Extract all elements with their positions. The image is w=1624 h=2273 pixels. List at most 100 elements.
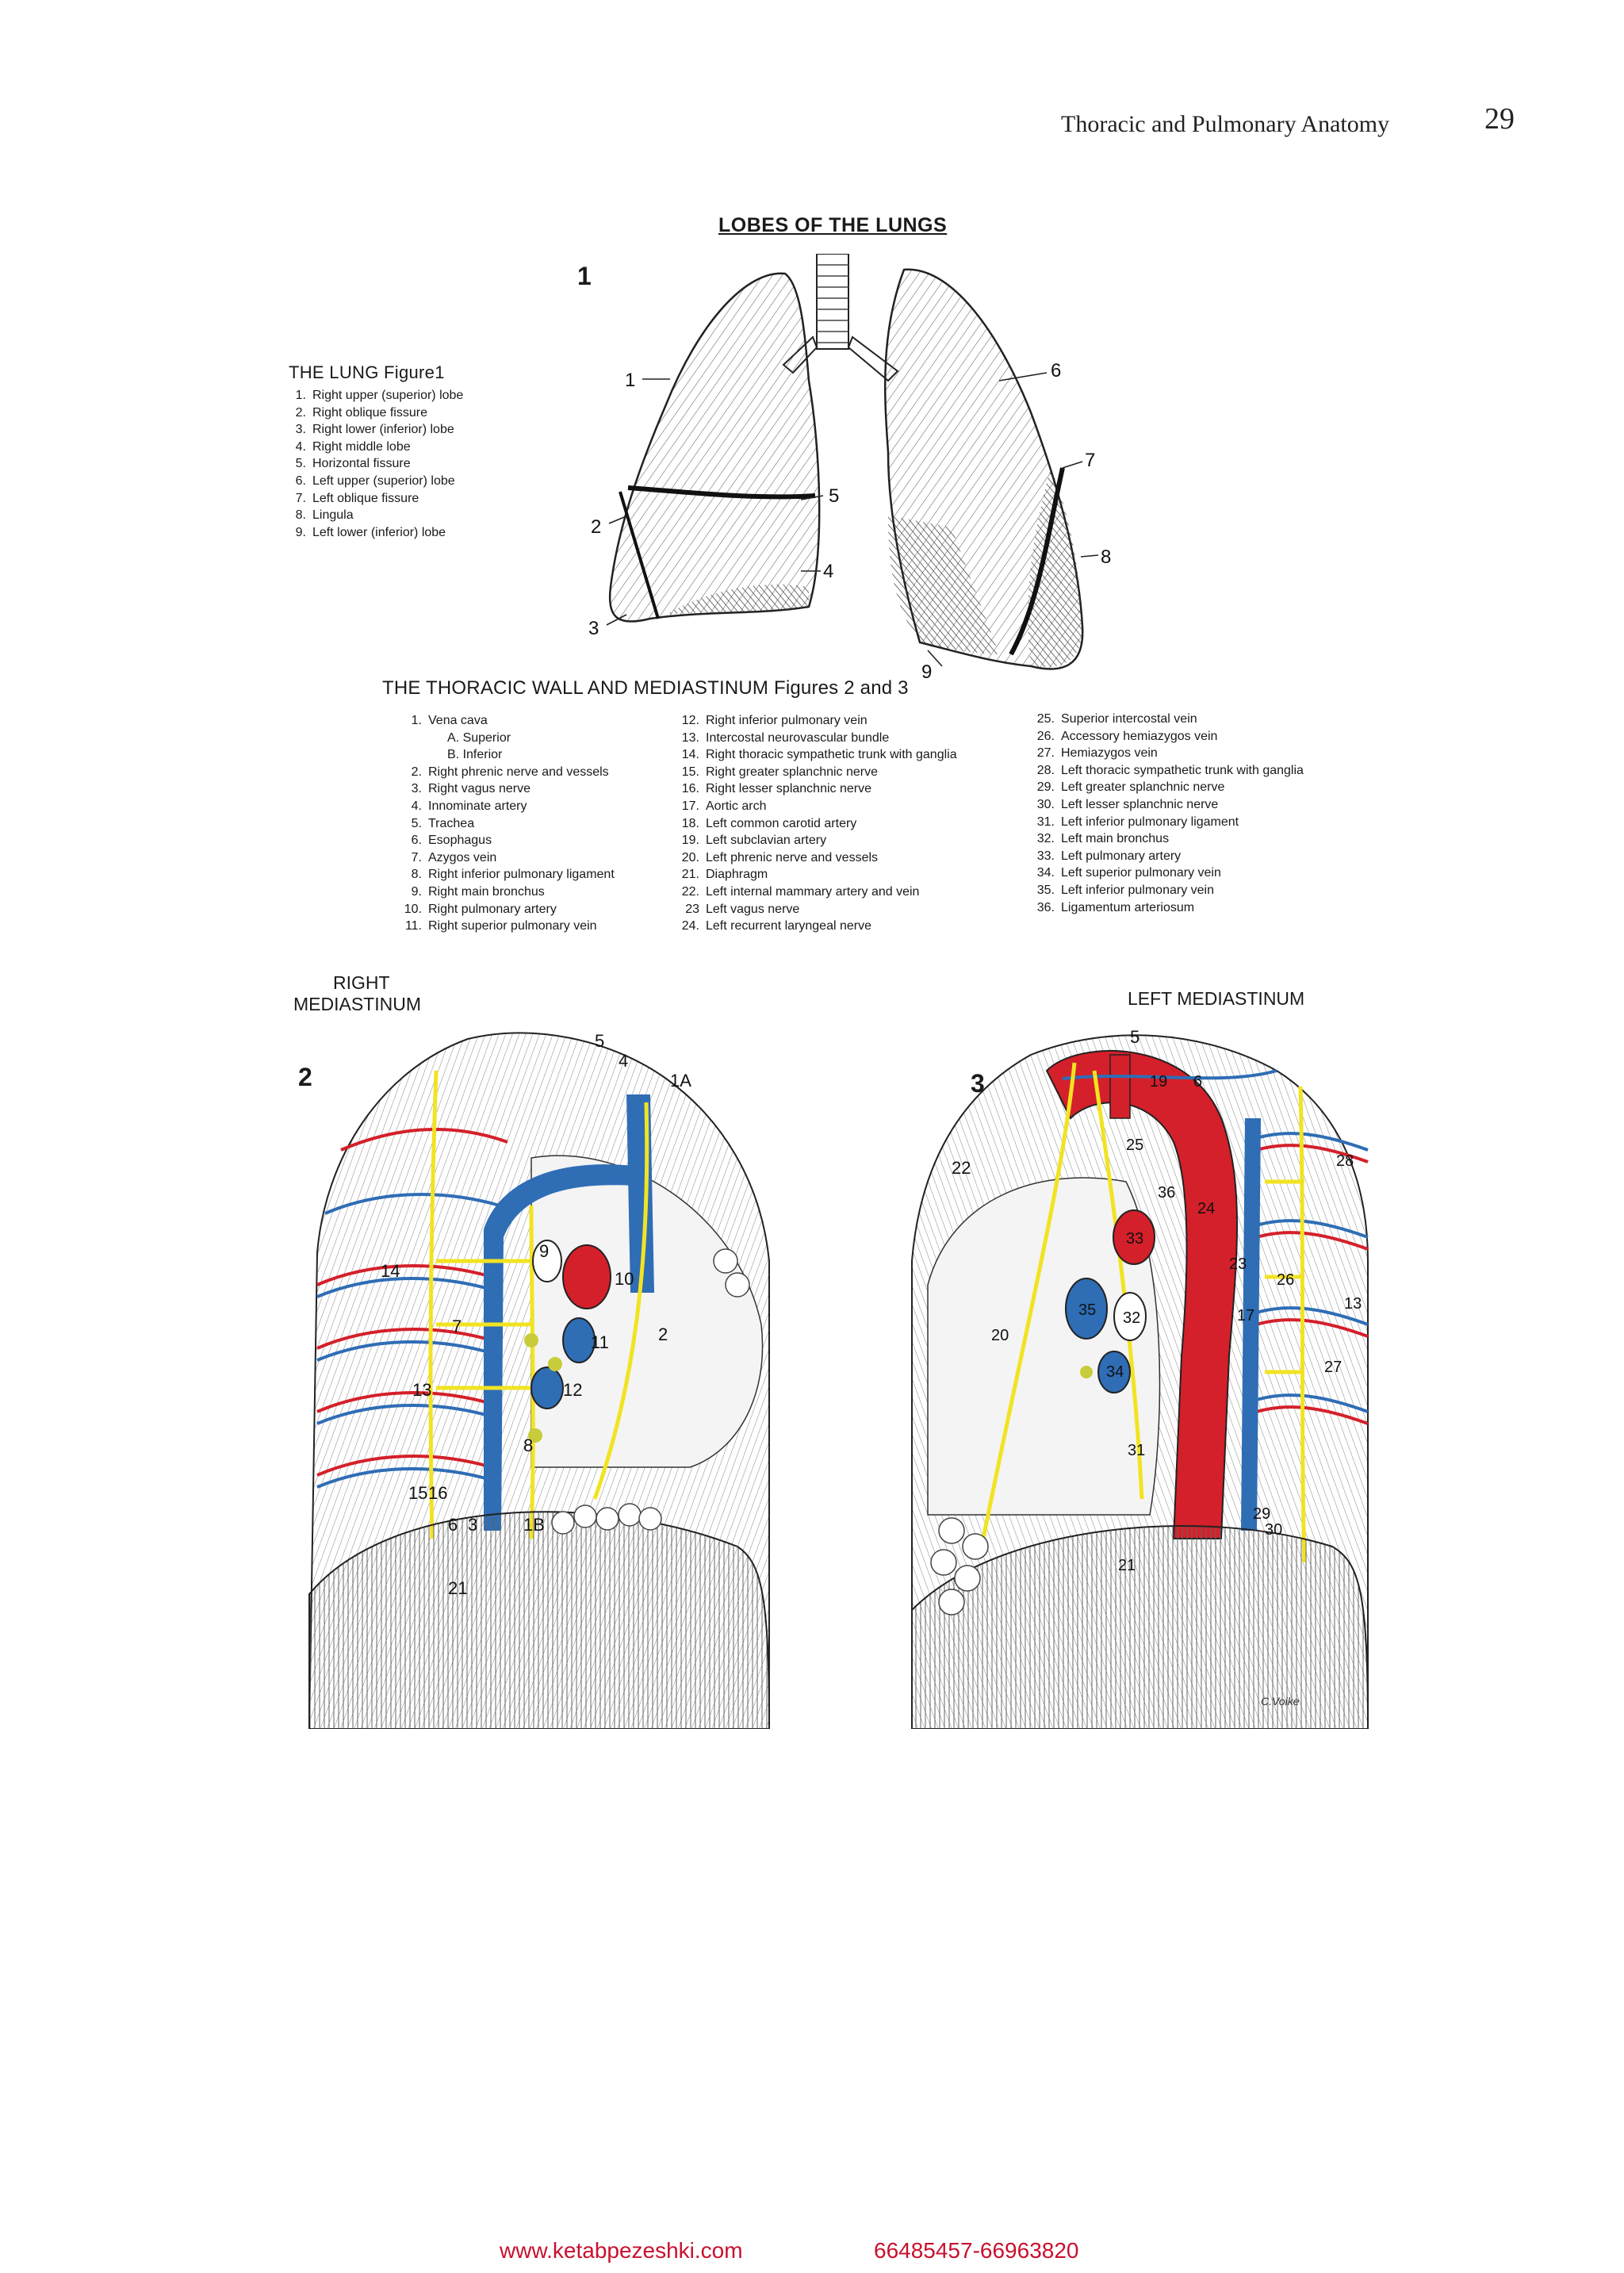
callout-label: 15 (408, 1483, 427, 1503)
page-number: 29 (1484, 102, 1515, 136)
callout-label: 25 (1126, 1136, 1143, 1154)
legend-item: 1.Vena cava (411, 714, 488, 727)
legend-item: 21.Diaphragm (681, 868, 768, 882)
callout-label: 5 (829, 485, 839, 507)
lung-legend: 1.Right upper (superior) lobe 2.Right ob… (289, 387, 464, 541)
legend-item: 10.Right pulmonary artery (404, 902, 557, 916)
callout-label: 7 (452, 1317, 462, 1336)
figure3-number: 3 (971, 1069, 985, 1098)
legend-item: 33.Left pulmonary artery (1036, 849, 1182, 863)
lung-legend-item: 7.Left oblique fissure (295, 491, 419, 505)
callout-label: 6 (1051, 360, 1061, 381)
legend-item: 32.Left main bronchus (1036, 832, 1170, 846)
callout-label: 1A (670, 1071, 691, 1091)
callout-label: 7 (1085, 450, 1095, 471)
legend-item: 17.Aortic arch (681, 799, 767, 813)
callout-label: 9 (921, 661, 932, 682)
legend-item: 12.Right inferior pulmonary vein (681, 714, 868, 727)
legend-item: 25.Superior intercostal vein (1036, 712, 1197, 726)
legend-item: 30.Left lesser splanchnic nerve (1036, 797, 1219, 811)
legend-column-1: 1.Vena cava A. Superior B. Inferior 2.Ri… (395, 712, 615, 935)
right-nerves (428, 1070, 649, 1539)
right-mediastinum-label-line2: MEDIASTINUM (293, 994, 421, 1014)
legend-item: 19.Left subclavian artery (681, 834, 827, 848)
callout-label: 19 (1150, 1073, 1167, 1091)
callout-label: 10 (615, 1269, 634, 1289)
left-oblique-fissure-line (1009, 467, 1065, 656)
figure3-callouts: 5 19 6 22 28 25 36 24 33 23 26 20 35 32 … (952, 1027, 1362, 1574)
callout-label: 34 (1106, 1363, 1124, 1381)
figure2-number: 2 (298, 1063, 312, 1091)
lung-legend-title: THE LUNG Figure1 (289, 362, 445, 382)
callout-label: 3 (588, 618, 599, 639)
legend-column-3: 25.Superior intercostal vein 26.Accessor… (1028, 711, 1304, 916)
legend-item: 5.Trachea (411, 816, 475, 830)
callout-label: 17 (1237, 1307, 1254, 1324)
callout-label: 5 (595, 1031, 604, 1051)
callout-label: 4 (823, 561, 833, 582)
legend-item: 14.Right thoracic sympathetic trunk with… (681, 748, 957, 762)
right-lower-lobe-shade (666, 584, 809, 615)
figure1-callouts: 1 2 3 4 5 6 7 8 9 (588, 360, 1111, 682)
lung-legend-item: 2.Right oblique fissure (295, 405, 427, 420)
left-nerves (981, 1062, 1307, 1563)
callout-label: 13 (1344, 1295, 1362, 1313)
right-mediastinum-illustration: 5 4 1A 14 7 13 9 10 11 12 2 8 15 16 6 3 … (308, 1031, 771, 1729)
right-hilum (524, 1240, 611, 1443)
right-lung-shape (608, 272, 821, 623)
callout-label: 29 (1253, 1505, 1270, 1523)
legend-item: 3.Right vagus nerve (411, 782, 530, 796)
right-fat-lobules (551, 1248, 750, 1535)
legend-item: 9.Right main bronchus (411, 884, 545, 899)
legend-item: 24.Left recurrent laryngeal nerve (681, 919, 871, 933)
lung-legend-item: 3.Right lower (inferior) lobe (295, 423, 454, 437)
left-hilum (1065, 1209, 1155, 1393)
left-mediastinum-label: LEFT MEDIASTINUM (1128, 988, 1305, 1009)
left-lingula-shade (888, 516, 999, 654)
legend-item: B. Inferior (447, 748, 503, 762)
intercostal-bundles (316, 1128, 508, 1489)
callout-label: 2 (658, 1324, 668, 1344)
callout-label: 31 (1128, 1442, 1145, 1459)
legend-item: 36.Ligamentum arteriosum (1036, 900, 1195, 914)
legend-column-2: 12.Right inferior pulmonary vein 13.Inte… (672, 712, 957, 935)
left-lower-lobe-shade (1028, 468, 1082, 668)
callout-label: 28 (1336, 1152, 1354, 1170)
legend-item: 35.Left inferior pulmonary vein (1036, 883, 1214, 897)
legend-item: 28.Left thoracic sympathetic trunk with … (1036, 763, 1304, 777)
plate-title: LOBES OF THE LUNGS (718, 214, 948, 236)
lung-legend-item: 9.Left lower (inferior) lobe (295, 525, 446, 539)
left-subclavian-artery (1109, 1054, 1131, 1119)
left-pericardium-area (927, 1177, 1161, 1516)
callout-label: 26 (1277, 1271, 1294, 1289)
callout-label: 1B (523, 1515, 545, 1535)
legend-item: 11.Right superior pulmonary vein (404, 919, 597, 933)
figure2-callouts: 5 4 1A 14 7 13 9 10 11 12 2 8 15 16 6 3 … (381, 1031, 691, 1598)
callout-label: 14 (381, 1261, 400, 1281)
callout-label: 35 (1078, 1301, 1096, 1319)
callout-label: 2 (591, 516, 601, 538)
lung-legend-item: 8.Lingula (295, 508, 354, 523)
callout-label: 22 (952, 1158, 971, 1178)
figure1-leader-lines (606, 372, 1099, 667)
azygos-vein (484, 1164, 634, 1531)
superior-vena-cava (626, 1094, 654, 1293)
callout-label: 21 (448, 1578, 467, 1598)
callout-label: 24 (1197, 1200, 1215, 1217)
footer-website[interactable]: www.ketabpezeshki.com (500, 2238, 743, 2263)
legend-item: 15.Right greater splanchnic nerve (681, 765, 879, 779)
right-oblique-fissure-line (619, 491, 660, 619)
legend-item: 22.Left internal mammary artery and vein (681, 884, 920, 899)
callout-label: 4 (619, 1051, 628, 1071)
callout-label: 16 (428, 1483, 447, 1503)
callout-label: 12 (563, 1380, 582, 1400)
legend-item: 2.Right phrenic nerve and vessels (411, 765, 609, 779)
callout-label: 5 (1130, 1027, 1139, 1047)
horizontal-fissure-line (627, 485, 816, 500)
callout-label: 6 (1193, 1073, 1202, 1091)
callout-label: 32 (1123, 1309, 1140, 1327)
legend-item: 13.Intercostal neurovascular bundle (681, 730, 890, 745)
legend-item: 7.Azygos vein (411, 850, 497, 864)
figure1-number: 1 (577, 262, 592, 290)
